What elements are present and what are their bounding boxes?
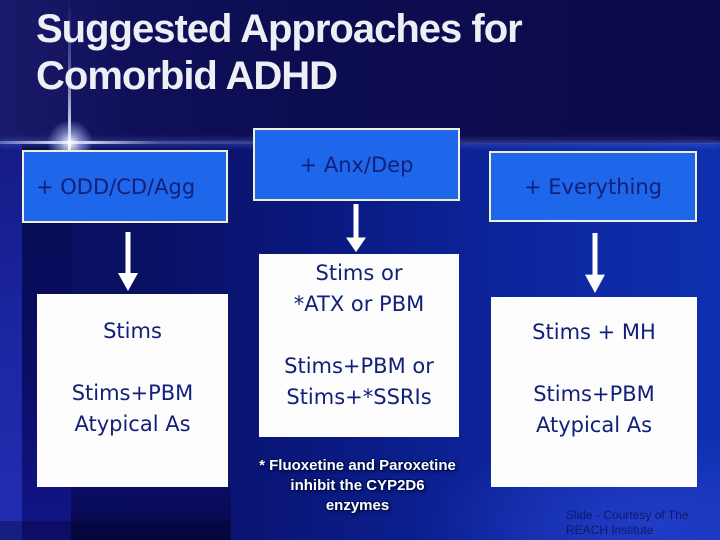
condition-box-odd-cd-agg: + ODD/CD/Agg	[22, 150, 228, 223]
slide-title: Suggested Approaches for Comorbid ADHD	[36, 7, 523, 98]
condition-box-everything: + Everything	[489, 151, 697, 222]
down-arrow-icon	[346, 204, 366, 253]
background-bottom-shade	[0, 521, 230, 540]
treatment-box-odd-cd-agg: Stims Stims+PBM Atypical As	[37, 294, 228, 487]
condition-box-anx-dep: + Anx/Dep	[253, 128, 460, 201]
condition-label: + ODD/CD/Agg	[36, 174, 196, 199]
background-underbox-shade	[71, 487, 231, 540]
lens-flare-vertical-line	[68, 0, 71, 150]
condition-label: + Everything	[524, 174, 662, 199]
down-arrow-icon	[118, 232, 138, 291]
background-top-band	[0, 0, 720, 143]
footnote: * Fluoxetine and Paroxetine inhibit the …	[259, 457, 456, 514]
treatment-box-anx-dep: Stims or *ATX or PBM Stims+PBM or Stims+…	[259, 254, 459, 437]
down-arrow-icon	[585, 233, 605, 293]
treatment-box-everything: Stims + MH Stims+PBM Atypical As	[491, 297, 697, 487]
background-left-bright-stripe	[0, 143, 22, 540]
credit-attribution: Slide - Courtesy of The REACH Institute	[566, 508, 689, 537]
condition-label: + Anx/Dep	[299, 152, 414, 177]
